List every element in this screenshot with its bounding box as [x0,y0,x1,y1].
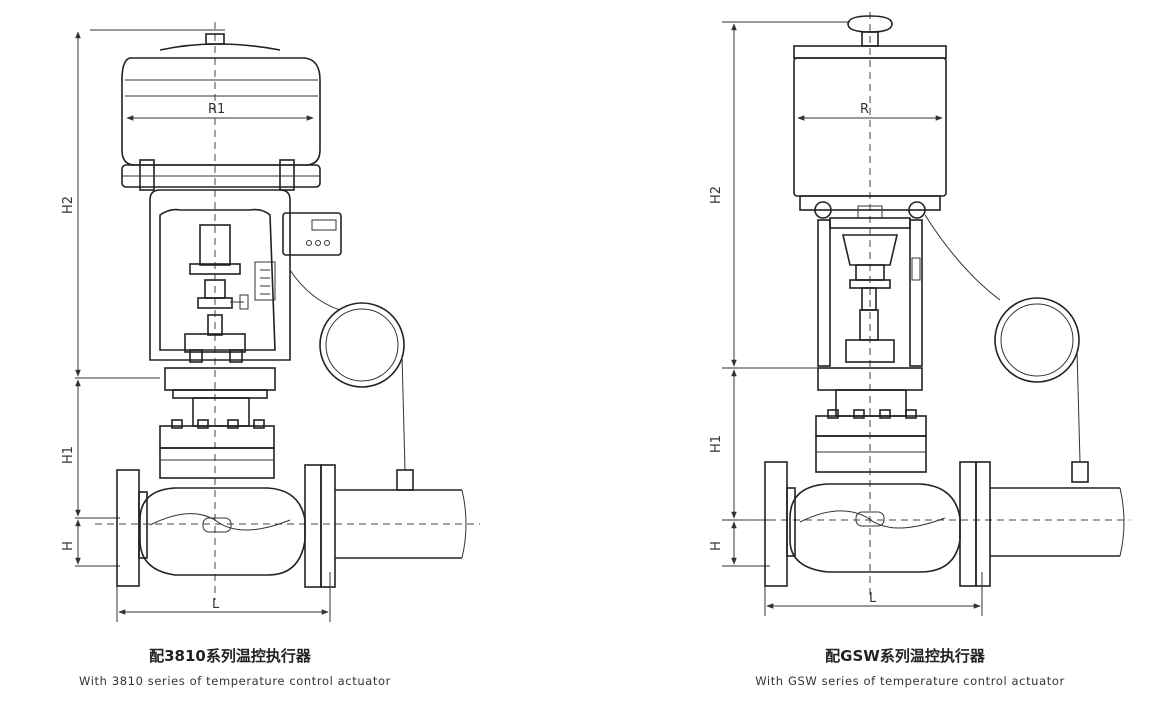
left-dim-h: H [61,541,76,551]
left-caption-en: With 3810 series of temperature control … [79,674,391,688]
left-caption-zh: 配3810系列温控执行器 [149,647,311,665]
right-caption-zh: 配GSW系列温控执行器 [825,647,985,665]
right-valve-drawing: H2 H1 H R L [709,12,1130,616]
left-dim-h2: H2 [61,196,76,214]
right-dim-h2: H2 [709,186,724,204]
right-dim-h1: H1 [709,435,724,453]
left-dim-r: R1 [208,102,225,117]
left-dim-l: L [212,597,220,612]
right-dim-l: L [869,591,877,606]
left-valve-drawing: H2 H1 H R1 L [61,22,480,622]
left-dim-h1: H1 [61,446,76,464]
right-caption-en: With GSW series of temperature control a… [755,674,1065,688]
right-dim-r: R [860,102,869,117]
right-dim-h: H [709,541,724,551]
